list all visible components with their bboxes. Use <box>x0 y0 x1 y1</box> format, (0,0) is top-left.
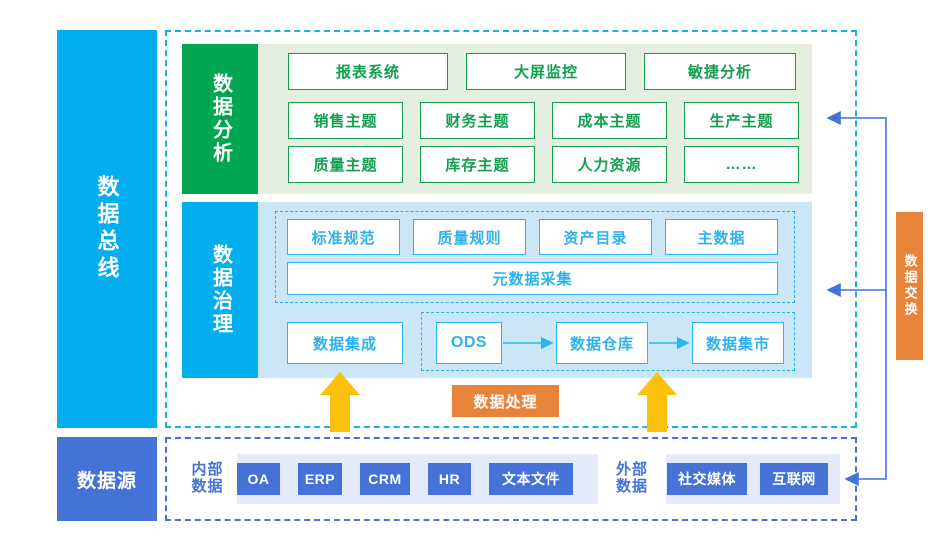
internal-chip-hr[interactable]: HR <box>428 463 471 495</box>
external-data-label: 外部 数据 <box>598 454 666 504</box>
pipeline-card-ods[interactable]: ODS <box>436 322 502 364</box>
external-data-label-line2: 数据 <box>615 478 648 495</box>
internal-chip-text-file[interactable]: 文本文件 <box>489 463 573 495</box>
internal-chip-oa[interactable]: OA <box>237 463 280 495</box>
governance-standards-group <box>275 211 795 303</box>
data-bus-label: 数据总线 <box>94 175 120 283</box>
analysis-card-sales-topic[interactable]: 销售主题 <box>288 102 403 139</box>
external-data-label-line1: 外部 <box>615 461 648 479</box>
pipeline-card-data-mart[interactable]: 数据集市 <box>692 322 784 364</box>
data-source-label: 数据源 <box>76 470 137 492</box>
data-bus-bar: 数据总线 <box>57 30 157 428</box>
data-exchange-label: 数据交换 <box>902 254 918 318</box>
analysis-card-production-topic[interactable]: 生产主题 <box>684 102 799 139</box>
internal-data-label-line2: 数据 <box>191 478 224 495</box>
governance-card-standard-spec[interactable]: 标准规范 <box>287 219 400 255</box>
analysis-card-report-system[interactable]: 报表系统 <box>288 53 448 90</box>
data-exchange-badge: 数据交换 <box>896 212 923 360</box>
internal-chip-erp[interactable]: ERP <box>298 463 342 495</box>
internal-data-label: 内部 数据 <box>178 454 237 504</box>
data-pipeline-group <box>421 312 795 371</box>
analysis-card-inventory-topic[interactable]: 库存主题 <box>420 146 535 183</box>
analysis-card-big-screen-monitoring[interactable]: 大屏监控 <box>466 53 626 90</box>
pipeline-card-data-warehouse[interactable]: 数据仓库 <box>556 322 648 364</box>
governance-card-data-integration[interactable]: 数据集成 <box>287 322 403 364</box>
analysis-card-cost-topic[interactable]: 成本主题 <box>552 102 667 139</box>
data-governance-label-text: 数据治理 <box>209 244 232 336</box>
data-processing-badge: 数据处理 <box>452 385 559 417</box>
governance-card-quality-rules[interactable]: 质量规则 <box>413 219 526 255</box>
analysis-card-more[interactable]: …… <box>684 146 799 183</box>
external-chip-social-media[interactable]: 社交媒体 <box>667 463 747 495</box>
analysis-card-quality-topic[interactable]: 质量主题 <box>288 146 403 183</box>
analysis-card-finance-topic[interactable]: 财务主题 <box>420 102 535 139</box>
data-source-bar: 数据源 <box>57 437 157 521</box>
analysis-card-human-resources[interactable]: 人力资源 <box>552 146 667 183</box>
data-analysis-label: 数据分析 <box>182 44 258 194</box>
external-chip-internet[interactable]: 互联网 <box>760 463 828 495</box>
governance-card-metadata-collection[interactable]: 元数据采集 <box>287 262 778 295</box>
data-governance-label: 数据治理 <box>182 202 258 378</box>
internal-chip-crm[interactable]: CRM <box>360 463 410 495</box>
governance-card-asset-catalog[interactable]: 资产目录 <box>539 219 652 255</box>
analysis-card-agile-analysis[interactable]: 敏捷分析 <box>644 53 796 90</box>
governance-card-master-data[interactable]: 主数据 <box>665 219 778 255</box>
internal-data-label-line1: 内部 <box>191 461 224 479</box>
data-analysis-label-text: 数据分析 <box>209 73 232 165</box>
